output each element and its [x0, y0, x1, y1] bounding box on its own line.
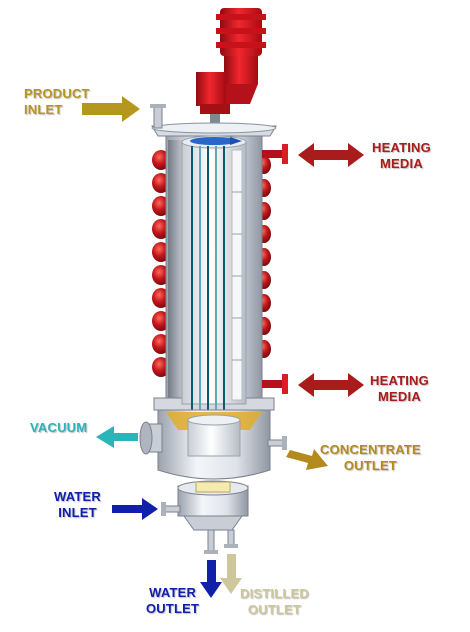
product-inlet-pipe: [150, 104, 166, 129]
distilled-outlet-line1: DISTILLED: [240, 586, 309, 601]
heating-media-top-arrow: [298, 143, 364, 167]
water-inlet-line2: INLET: [58, 505, 97, 520]
vacuum-text: VACUUM: [30, 420, 88, 435]
concentrate-outlet-line1: CONCENTRATE: [320, 442, 421, 457]
heating-media-top-label: HEATING MEDIA: [372, 140, 431, 172]
water-inlet-line1: WATER: [54, 489, 101, 504]
product-inlet-line2: INLET: [24, 102, 63, 117]
distilled-outlet-arrow: [220, 554, 242, 594]
water-outlet-line1: WATER: [149, 585, 197, 600]
vacuum-label: VACUUM: [30, 420, 87, 436]
product-inlet-line1: PRODUCT: [24, 86, 90, 101]
distilled-outlet-line2: OUTLET: [247, 602, 302, 617]
water-outlet-label: WATER OUTLET: [146, 585, 199, 617]
heating-media-bottom-arrow: [298, 373, 364, 397]
condenser-base: [161, 480, 249, 554]
concentrate-outlet-label: CONCENTRATE OUTLET: [320, 442, 421, 474]
heating-media-bottom-line2: MEDIA: [378, 389, 421, 404]
motor-drive: [196, 8, 266, 130]
heating-media-bottom-line1: HEATING: [370, 373, 429, 388]
heating-media-bottom-label: HEATING MEDIA: [370, 373, 429, 405]
concentrate-outlet-line2: OUTLET: [343, 458, 398, 473]
water-outlet-arrow: [200, 560, 222, 598]
water-inlet-arrow: [112, 498, 158, 520]
heating-nozzles: [262, 144, 288, 394]
vacuum-arrow: [96, 426, 138, 448]
product-inlet-label: PRODUCT INLET: [24, 86, 90, 118]
heating-media-top-line2: MEDIA: [380, 156, 423, 171]
heating-media-top-line1: HEATING: [372, 140, 431, 155]
water-inlet-label: WATER INLET: [54, 489, 101, 521]
distilled-outlet-label: DISTILLED OUTLET: [240, 586, 309, 618]
water-outlet-line2: OUTLET: [146, 601, 200, 616]
rotor-drum: [181, 135, 247, 460]
product-inlet-arrow: [82, 96, 140, 122]
lower-chamber: [139, 409, 287, 480]
concentrate-outlet-arrow: [286, 449, 328, 470]
